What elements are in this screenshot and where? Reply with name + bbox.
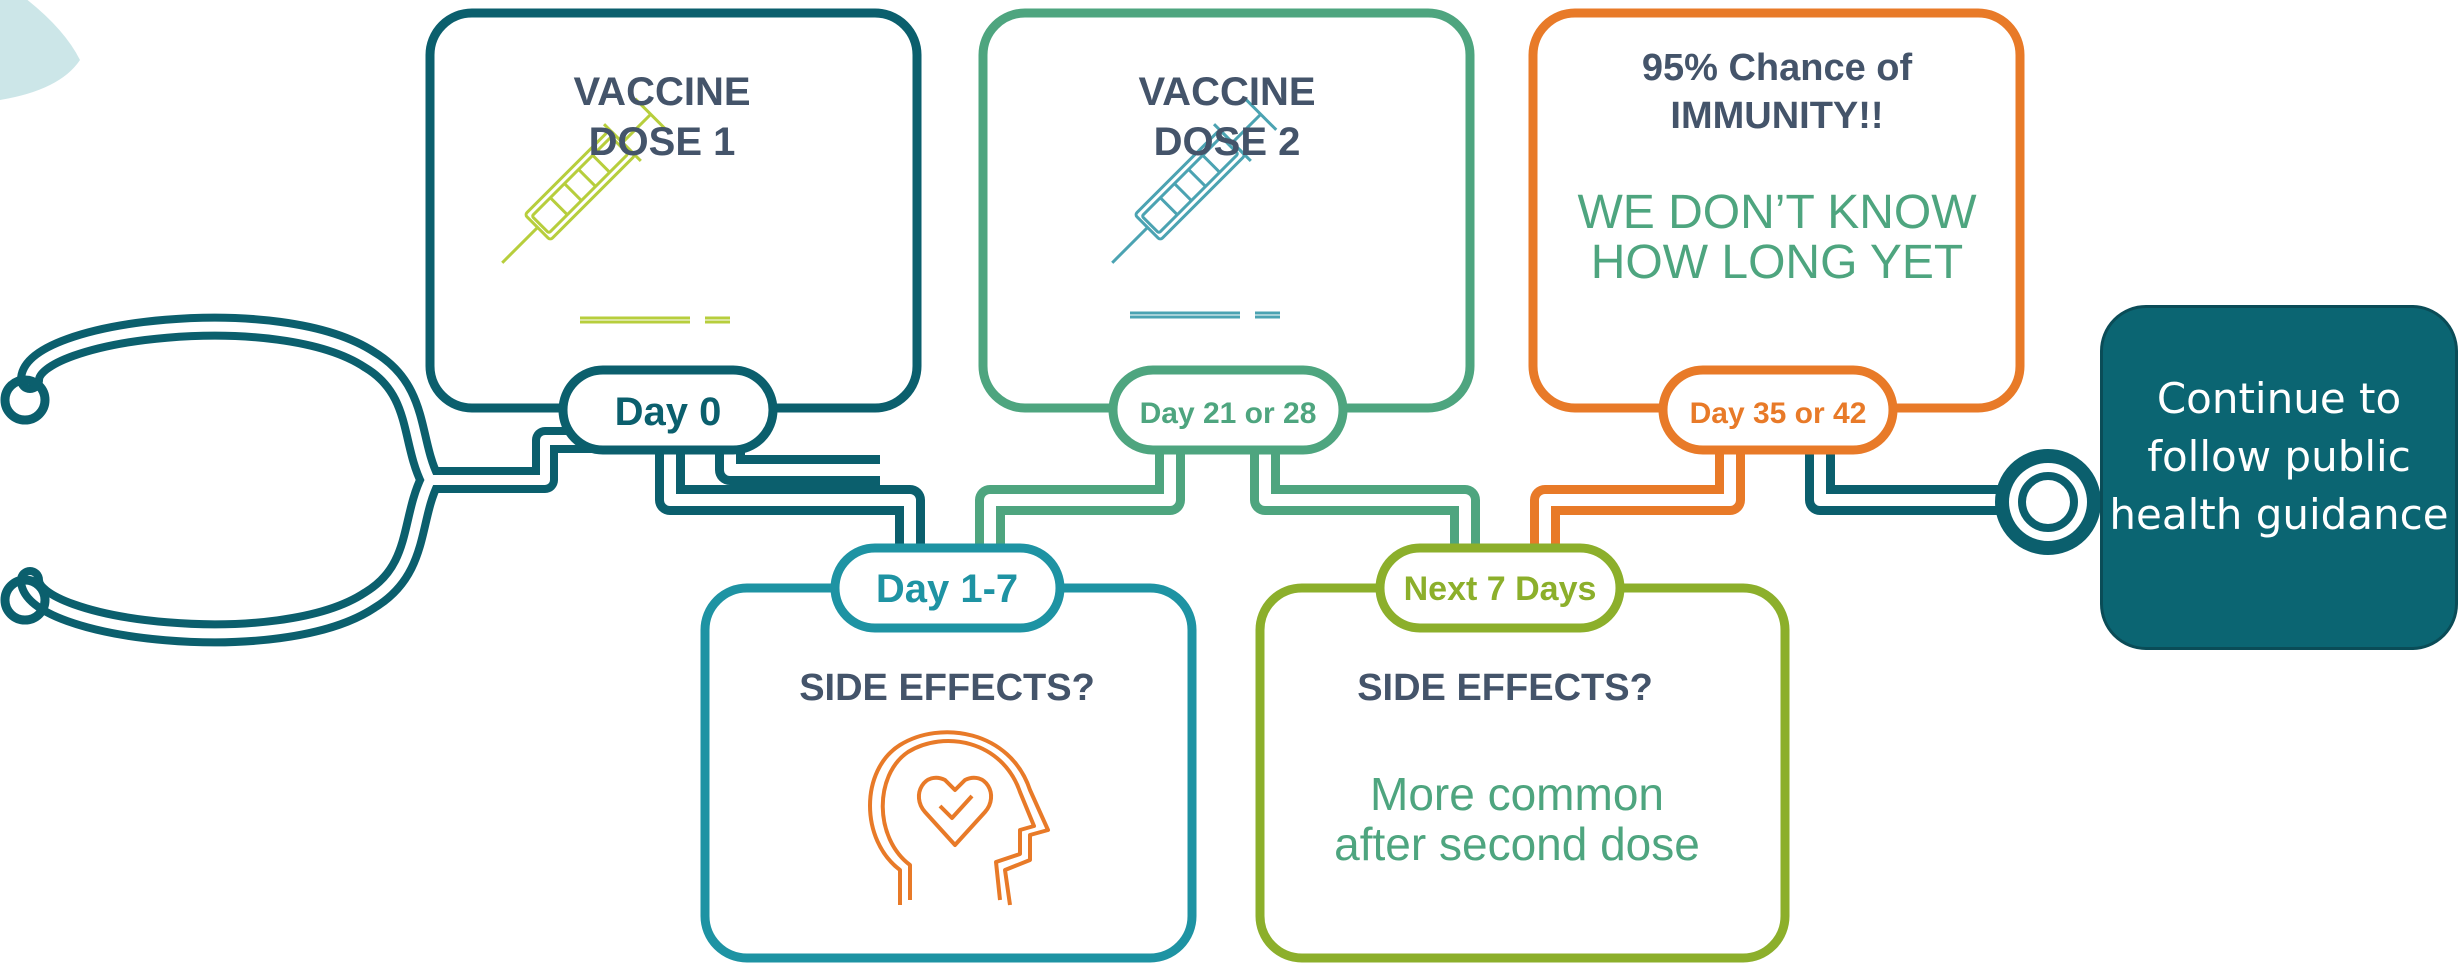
- syringe-icon: [501, 97, 668, 264]
- day21-pill: [1108, 365, 1348, 455]
- side-effects-2-note-line1: More common: [1370, 768, 1664, 820]
- syringe-icon: [1111, 97, 1278, 264]
- immunity-title-line2: IMMUNITY!!: [1670, 95, 1883, 137]
- syringe-icon-base: [580, 316, 730, 324]
- side-effects-1-box: [700, 583, 1197, 963]
- side-effects-2-title: SIDE EFFECTS?: [1357, 667, 1653, 709]
- connector-tubes: [655, 440, 2000, 555]
- immunity-note-line1: WE DON’T KNOW: [1577, 186, 1977, 239]
- day0-pill: [558, 365, 778, 455]
- dose1-title-line2: DOSE 1: [589, 120, 736, 164]
- immunity-note-line2: HOW LONG YET: [1591, 236, 1964, 289]
- day1-7-pill: [830, 543, 1065, 633]
- syringe-icon-base: [1130, 311, 1280, 319]
- day1-7-label: Day 1-7: [876, 567, 1018, 611]
- immunity-title-line1: 95% Chance of: [1642, 47, 1913, 89]
- dose2-title-line1: VACCINE: [1138, 70, 1315, 114]
- corner-decoration: [0, 0, 80, 100]
- day35-label: Day 35 or 42: [1690, 397, 1867, 430]
- end-ring: [1995, 449, 2101, 555]
- day35-pill: [1658, 365, 1898, 455]
- next7-label: Next 7 Days: [1404, 570, 1597, 608]
- day0-label: Day 0: [615, 390, 722, 434]
- final-guidance-text: Continue to follow public health guidanc…: [2109, 374, 2449, 539]
- dose1-title-line1: VACCINE: [573, 70, 750, 114]
- side-effects-1-title: SIDE EFFECTS?: [799, 667, 1095, 709]
- side-effects-2-note-line2: after second dose: [1334, 818, 1700, 870]
- final-guidance-box: Continue to follow public health guidanc…: [2100, 305, 2458, 650]
- day21-label: Day 21 or 28: [1140, 397, 1317, 430]
- next7-pill: [1375, 543, 1625, 633]
- dose2-title-line2: DOSE 2: [1154, 120, 1301, 164]
- head-heart-icon: [868, 730, 1050, 906]
